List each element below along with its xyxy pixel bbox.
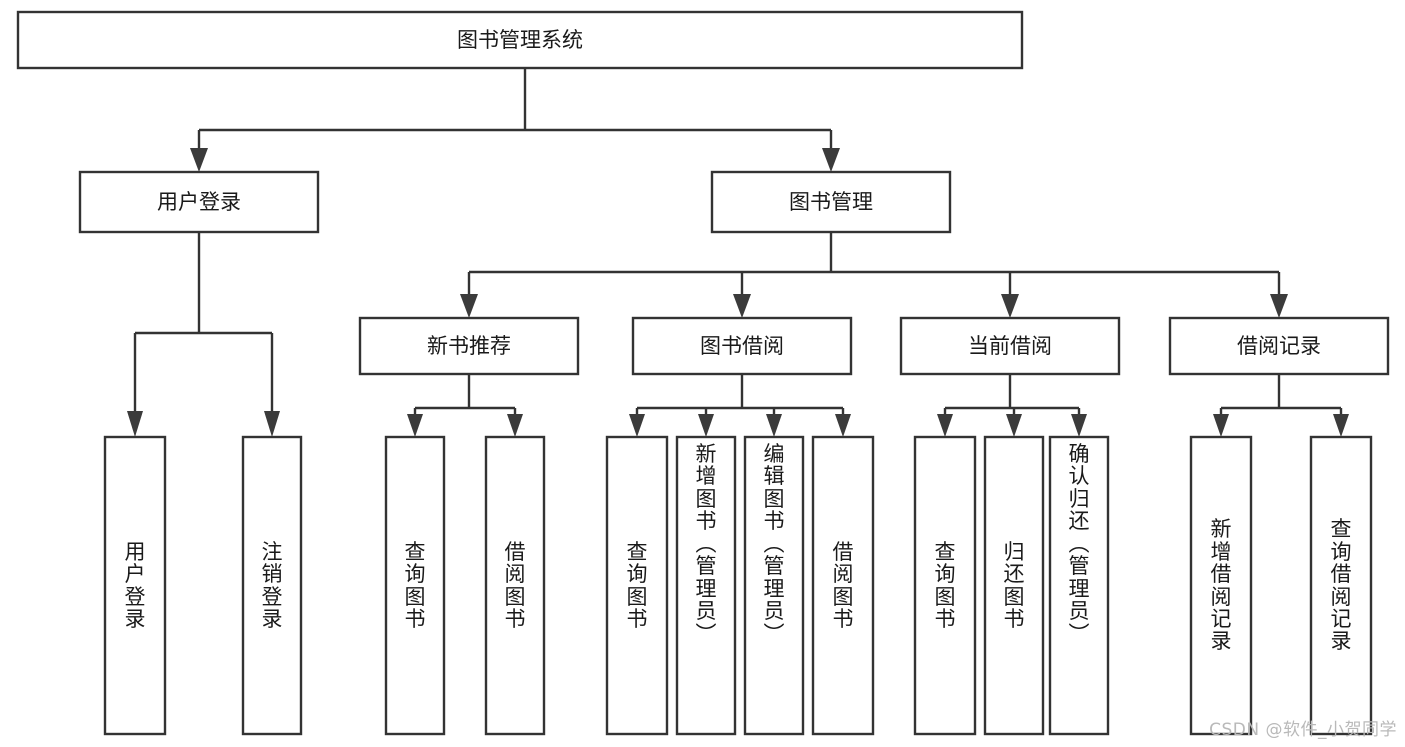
connector-bookmanage-to-level3	[460, 232, 1288, 318]
node-user-login[interactable]: 用户登录	[78, 170, 320, 234]
node-book-management-box[interactable]	[710, 170, 952, 234]
leaf-box-borrow-book-recommend[interactable]	[484, 435, 546, 736]
node-root-box[interactable]	[16, 10, 1024, 70]
node-book-borrow-box[interactable]	[631, 316, 853, 376]
node-new-book-recommend-box[interactable]	[358, 316, 580, 376]
node-current-borrow-box[interactable]	[899, 316, 1121, 376]
arrow-head-icon	[1213, 414, 1229, 437]
leaf-box-query-book-borrow[interactable]	[605, 435, 669, 736]
arrow-head-icon	[629, 414, 645, 437]
connector-borrowrecord-to-leaves	[1213, 374, 1349, 437]
node-book-borrow[interactable]: 图书借阅	[631, 316, 853, 376]
node-user-login-box[interactable]	[78, 170, 320, 234]
leaf-box-logout[interactable]	[241, 435, 303, 736]
leaf-box-user-login[interactable]	[103, 435, 167, 736]
arrow-head-icon	[733, 294, 751, 318]
node-root[interactable]: 图书管理系统	[16, 10, 1024, 70]
arrow-head-icon	[822, 148, 840, 172]
arrow-head-icon	[1071, 414, 1087, 437]
arrow-head-icon	[407, 414, 423, 437]
arrow-head-icon	[1333, 414, 1349, 437]
leaf-box-query-book-recommend[interactable]	[384, 435, 446, 736]
connector-currentborrow-to-leaves	[937, 374, 1087, 437]
arrow-head-icon	[766, 414, 782, 437]
leaf-box-return-book[interactable]	[983, 435, 1045, 736]
arrow-head-icon	[835, 414, 851, 437]
arrow-head-icon	[190, 148, 208, 172]
csdn-watermark: CSDN @软件_小贺同学	[1209, 720, 1397, 740]
node-root-label: 图书管理系统	[457, 28, 583, 52]
leaf-box-query-borrow-record[interactable]	[1309, 435, 1373, 736]
leaf-box-query-book-current[interactable]	[913, 435, 977, 736]
connector-borrowbook-to-leaves	[629, 374, 851, 437]
leaf-box-add-borrow-record[interactable]	[1189, 435, 1253, 736]
arrow-head-icon	[698, 414, 714, 437]
arrow-head-icon	[460, 294, 478, 318]
node-current-borrow[interactable]: 当前借阅	[899, 316, 1121, 376]
arrow-head-icon	[127, 411, 143, 437]
node-new-book-recommend-label: 新书推荐	[427, 334, 511, 358]
node-borrow-record[interactable]: 借阅记录	[1168, 316, 1390, 376]
connector-newbook-to-leaves	[407, 374, 523, 437]
arrow-head-icon	[937, 414, 953, 437]
connector-root-to-level2	[190, 68, 840, 172]
node-borrow-record-box[interactable]	[1168, 316, 1390, 376]
node-book-management[interactable]: 图书管理	[710, 170, 952, 234]
node-book-management-label: 图书管理	[789, 190, 873, 214]
node-borrow-record-label: 借阅记录	[1237, 334, 1321, 358]
arrow-head-icon	[1270, 294, 1288, 318]
connector-userlogin-to-leaves	[127, 232, 280, 437]
node-user-login-label: 用户登录	[157, 190, 241, 214]
leaf-box-confirm-return-admin[interactable]	[1048, 435, 1110, 736]
arrow-head-icon	[1006, 414, 1022, 437]
node-current-borrow-label: 当前借阅	[968, 334, 1052, 358]
arrow-head-icon	[264, 411, 280, 437]
node-new-book-recommend[interactable]: 新书推荐	[358, 316, 580, 376]
arrow-head-icon	[1001, 294, 1019, 318]
leaf-box-edit-book-admin[interactable]	[743, 435, 805, 736]
leaf-box-add-book-admin[interactable]	[675, 435, 737, 736]
node-book-borrow-label: 图书借阅	[700, 334, 784, 358]
arrow-head-icon	[507, 414, 523, 437]
leaf-box-borrow-book[interactable]	[811, 435, 875, 736]
